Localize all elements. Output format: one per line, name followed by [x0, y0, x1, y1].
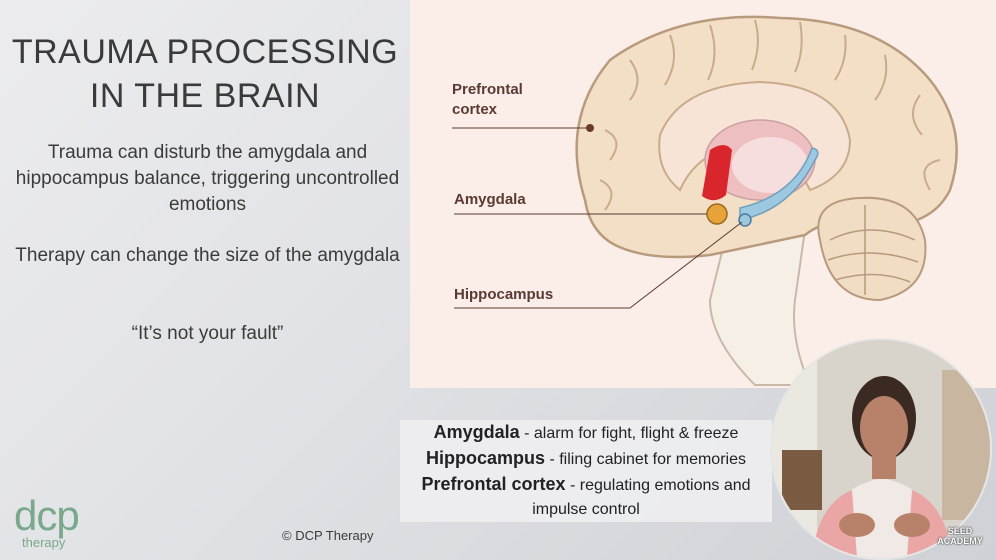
desc-hippocampus: - filing cabinet for memories [545, 451, 746, 468]
cerebellum-shape [817, 196, 927, 302]
paragraph-quote: “It’s not your fault” [131, 323, 284, 344]
definitions-block: Amygdala - alarm for fight, flight & fre… [400, 420, 772, 522]
title-line-2: IN THE BRAIN [89, 77, 321, 115]
thalamus-inner [732, 137, 808, 193]
brain-diagram-panel: Prefrontal cortex Amygdala Hippocampus [410, 0, 996, 388]
gyri-lines [599, 19, 941, 211]
logo-main-text: dcp [14, 492, 80, 539]
watermark-line-1: SEED [947, 526, 973, 536]
brainstem-shape [708, 218, 812, 386]
term-amygdala: Amygdala [433, 422, 520, 442]
hippocampus-shape [739, 147, 819, 221]
logo-sub-text: therapy [22, 535, 66, 550]
copyright-text: © DCP Therapy [282, 528, 374, 543]
definition-prefrontal: Prefrontal cortex - regulating emotions … [400, 472, 772, 522]
term-hippocampus: Hippocampus [426, 448, 546, 468]
label-prefrontal-cortex: Prefrontal cortex [452, 81, 523, 118]
brain-illustration [452, 15, 958, 386]
definition-amygdala: Amygdala - alarm for fight, flight & fre… [400, 420, 772, 446]
label-amygdala: Amygdala [454, 191, 526, 208]
label-hippocampus: Hippocampus [454, 286, 554, 303]
desc-amygdala: - alarm for fight, flight & freeze [519, 425, 739, 442]
definition-hippocampus: Hippocampus - filing cabinet for memorie… [400, 446, 772, 472]
slide-title: TRAUMA PROCESSING IN THE BRAIN [0, 30, 410, 118]
dcp-logo: dcp therapy [14, 492, 80, 550]
hippocampus-head [738, 213, 752, 227]
paragraph-therapy: Therapy can change the size of the amygd… [15, 245, 400, 266]
slide-left-panel: TRAUMA PROCESSING IN THE BRAIN Trauma ca… [0, 0, 410, 560]
term-prefrontal: Prefrontal cortex [421, 474, 566, 494]
desc-prefrontal: - regulating emotions and impulse contro… [532, 477, 751, 518]
cerebellum-folds [827, 205, 919, 295]
watermark-line-2: ACADEMY [937, 536, 983, 546]
seed-academy-watermark: SEED ACADEMY [926, 526, 994, 546]
red-region [702, 145, 732, 201]
leader-line-hippocampus [454, 221, 743, 309]
prefrontal-marker [586, 124, 594, 132]
title-line-1: TRAUMA PROCESSING [11, 33, 399, 71]
amygdala-shape [706, 203, 728, 225]
paragraph-trauma: Trauma can disturb the amygdala and hipp… [15, 142, 400, 215]
